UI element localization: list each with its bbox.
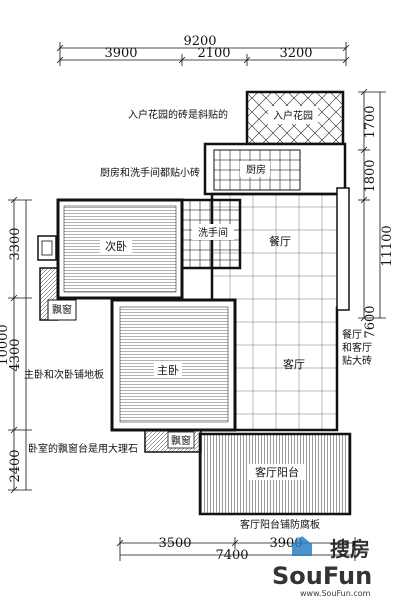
watermark-en: SouFun: [272, 562, 372, 590]
bottom-dimensions: [116, 537, 359, 561]
house-logo-icon: [292, 536, 312, 556]
left-window: [37, 235, 57, 261]
entry-garden-room: [245, 90, 345, 146]
left-dimensions: [8, 196, 32, 494]
dim-right-b: 1800: [363, 159, 378, 192]
watermark-cn: 搜房: [330, 537, 370, 561]
second-bedroom-label: 次卧: [105, 239, 127, 253]
note-dining-living-3: 贴大砖: [342, 354, 372, 367]
note-balcony-wood: 客厅阳台铺防腐板: [240, 518, 320, 531]
dim-top-total: 9200: [183, 34, 216, 49]
dim-right-total: 11100: [380, 225, 395, 266]
bottom-bay-window: [144, 429, 202, 453]
right-dimensions: [358, 88, 386, 322]
living-balcony-label: 客厅阳台: [255, 465, 299, 479]
bottom-bay-window-label: 飘窗: [171, 434, 191, 447]
dim-right-c: 7600: [363, 305, 378, 338]
note-bedroom-floor: 主卧和次卧铺地板: [24, 368, 104, 381]
dining-label: 餐厅: [269, 234, 291, 248]
top-dimensions: [56, 42, 350, 66]
dim-bottom-total: 7400: [215, 548, 248, 563]
note-kitchen-bath: 厨房和洗手间都贴小砖: [100, 166, 200, 179]
second-bedroom-room: [56, 198, 184, 300]
soufun-watermark: 搜房 SouFun www.SouFun.com: [272, 536, 372, 598]
left-bay-window: [39, 267, 77, 321]
note-entry-garden: 入户花园的砖是斜贴的: [128, 108, 228, 121]
dim-top-b: 2100: [197, 46, 230, 61]
bathroom-room: [180, 198, 242, 270]
living-balcony-room: [198, 432, 352, 516]
left-bay-window-label: 飘窗: [52, 303, 72, 316]
note-bay-marble: 卧室的飘窗台是用大理石: [28, 442, 138, 455]
kitchen-label: 厨房: [246, 163, 266, 176]
dim-top-c: 3200: [279, 46, 312, 61]
dim-left-b: 4300: [8, 338, 23, 371]
living-label: 客厅: [283, 357, 305, 371]
master-bedroom-room: [110, 298, 237, 432]
entry-garden-label: 入户花园: [273, 109, 313, 122]
dim-left-a: 3300: [8, 227, 23, 260]
dim-left-c: 2400: [8, 449, 23, 482]
dim-bottom-a: 3500: [158, 536, 191, 551]
dim-top-a: 3900: [104, 46, 137, 61]
master-bedroom-label: 主卧: [157, 364, 179, 377]
dim-right-a: 1700: [363, 105, 378, 138]
note-dining-living-1: 餐厅: [342, 328, 362, 341]
bathroom-label: 洗手间: [198, 226, 228, 239]
watermark-url: www.SouFun.com: [300, 589, 371, 598]
dining-living-area: [210, 187, 350, 432]
note-dining-living-2: 和客厅: [342, 341, 372, 354]
kitchen-room: [203, 142, 347, 196]
dim-left-total: 10000: [0, 324, 11, 365]
